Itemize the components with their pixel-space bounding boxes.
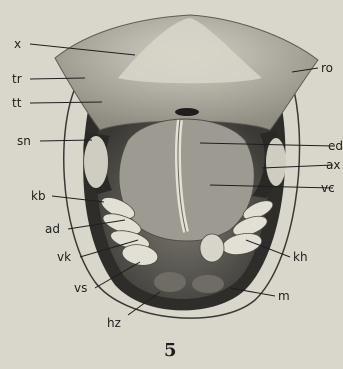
label-kh: kh [293, 251, 308, 263]
label-m: m [278, 290, 290, 302]
label-kb: kb [31, 190, 46, 202]
label-hz: hz [107, 317, 121, 329]
label-ro: ro [321, 62, 333, 74]
left-lobe [84, 136, 108, 188]
label-vk: vk [57, 251, 71, 263]
label-ed: ed [328, 140, 343, 152]
label-x: x [14, 38, 21, 50]
mouth-opening [175, 108, 199, 116]
label-sn: sn [17, 135, 31, 147]
label-tt: tt [12, 97, 21, 109]
label-vs: vs [74, 282, 87, 294]
label-vc: vc [321, 182, 335, 194]
label-tr: tr [12, 73, 22, 85]
figure-number: 5 [164, 340, 177, 361]
label-ax: ax [326, 159, 340, 171]
lower-right-lobe [192, 275, 224, 293]
lower-left-lobe [154, 272, 186, 292]
label-ad: ad [45, 223, 60, 235]
